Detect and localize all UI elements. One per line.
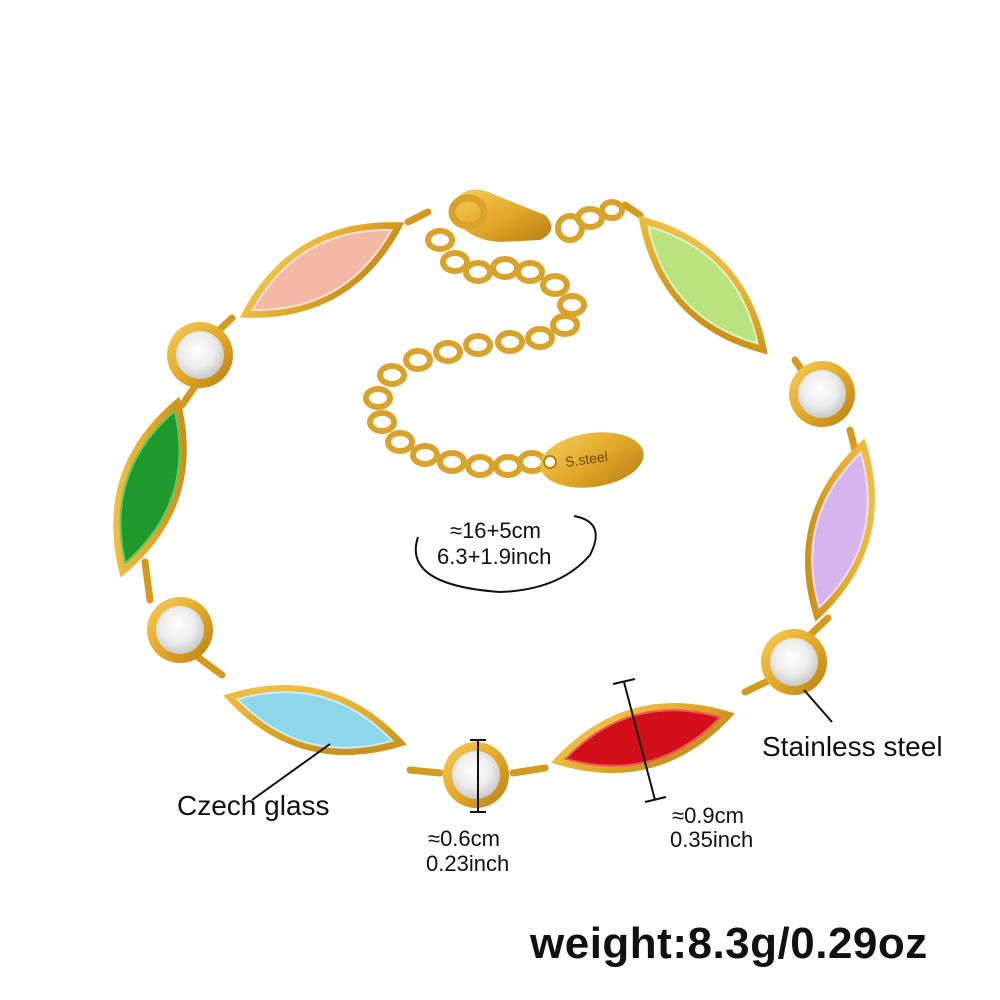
stone-green: [91, 387, 209, 587]
czech-glass-callout: Czech glass: [177, 790, 330, 821]
lobster-clasp: [448, 189, 585, 243]
stone-aqua: [215, 665, 415, 775]
weight-label: weight:8.3g/0.29oz: [530, 919, 928, 968]
round-stone-inch-label: 0.23inch: [426, 851, 510, 876]
stone-lavender: [785, 430, 895, 630]
steel-tag: [540, 432, 644, 488]
length-cm-label: ≈16+5cm: [450, 518, 541, 543]
marquise-inch-label: 0.35inch: [670, 827, 754, 852]
chain-links: [141, 201, 859, 777]
length-inch-label: 6.3+1.9inch: [437, 544, 552, 569]
dimension-lines: [251, 515, 833, 813]
extender-chain: [363, 199, 625, 478]
stone-red: [543, 683, 743, 793]
stainless-steel-callout: Stainless steel: [762, 731, 943, 762]
round-stone-cm-label: ≈0.6cm: [428, 826, 500, 851]
stone-peach: [224, 195, 420, 345]
marquise-cm-label: ≈0.9cm: [672, 803, 744, 828]
round-stones: [147, 322, 855, 808]
stone-lime: [615, 194, 791, 376]
